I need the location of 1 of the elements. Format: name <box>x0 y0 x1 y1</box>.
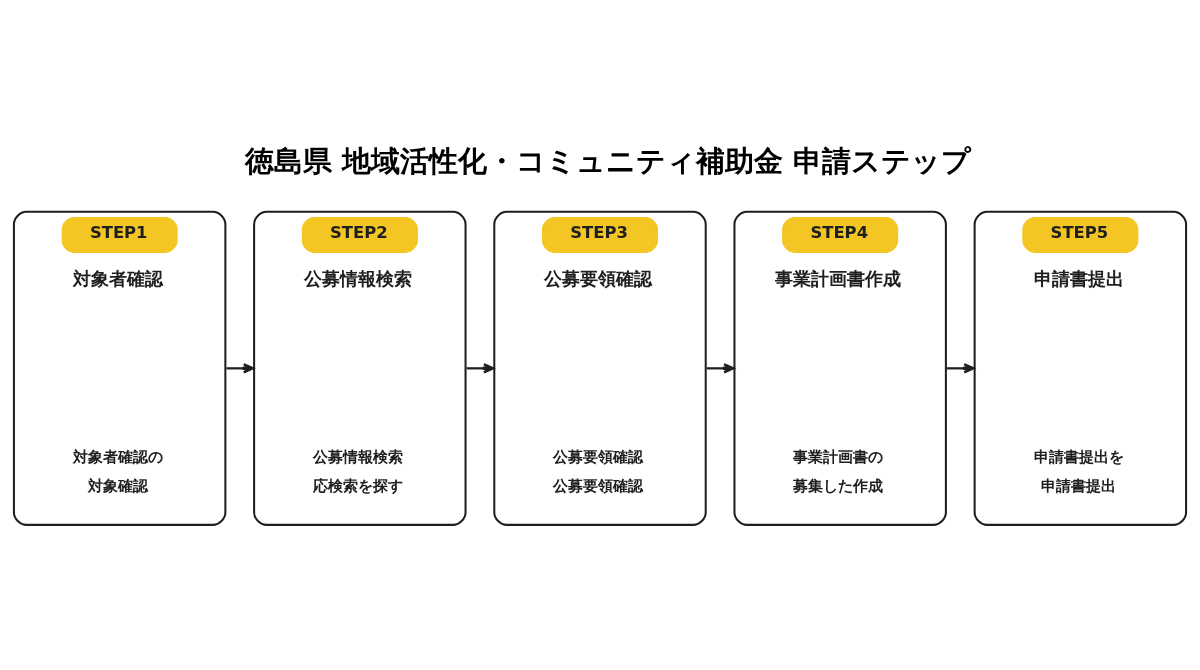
diagram-title: 徳島県 地域活性化・コミュニティ補助金 申請ステップ <box>245 143 972 178</box>
